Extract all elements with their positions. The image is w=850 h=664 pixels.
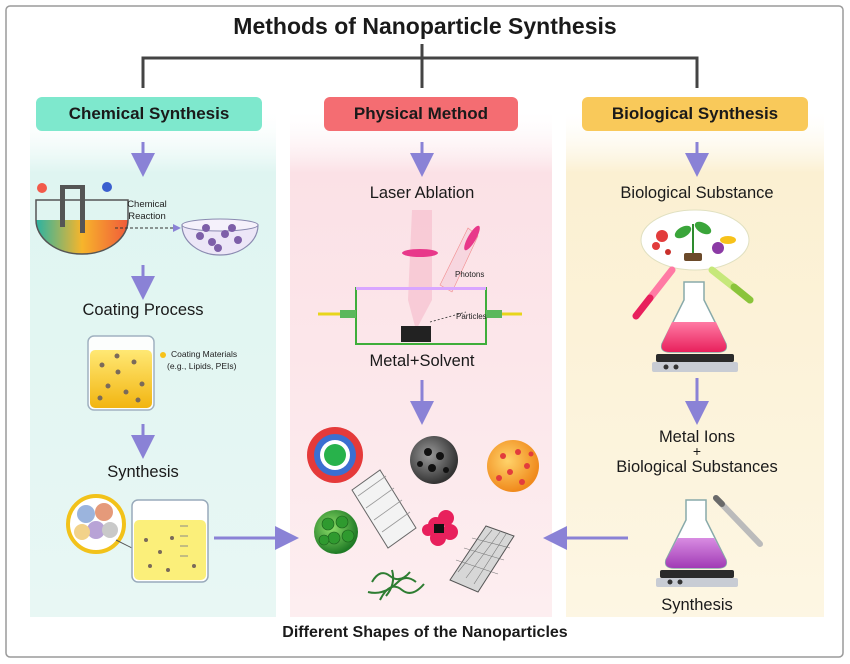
metal-ions-label: Metal Ions bbox=[658, 428, 736, 446]
synthesis-beaker bbox=[131, 499, 209, 583]
particles-label: Particles bbox=[456, 312, 487, 321]
coating-materials-label-line2: (e.g., Lipids, PEIs) bbox=[167, 361, 237, 371]
nanowire-shape bbox=[367, 569, 425, 601]
laser-ablation-apparatus bbox=[318, 210, 522, 345]
biological-synthesis-header: Biological Synthesis bbox=[611, 104, 779, 123]
porous-sphere-shape bbox=[410, 436, 458, 484]
laser-ablation-label: Laser Ablation bbox=[369, 184, 475, 202]
reaction-flask-illustration bbox=[35, 182, 129, 255]
nanoparticle-shapes bbox=[307, 427, 539, 601]
red-cluster-shape bbox=[422, 510, 458, 546]
liposome-shape bbox=[307, 427, 363, 483]
chemical-synthesis-header: Chemical Synthesis bbox=[68, 104, 230, 123]
synthesis-particle-cluster bbox=[66, 494, 147, 556]
chemical-synthesis-step-label: Synthesis bbox=[107, 463, 179, 481]
biological-substances-label: Biological Substances bbox=[616, 458, 778, 476]
metal-solvent-label: Metal+Solvent bbox=[369, 352, 475, 370]
shapes-caption: Different Shapes of the Nanoparticles bbox=[282, 624, 568, 641]
biological-header-box bbox=[582, 97, 808, 131]
plus-sign-label: + bbox=[692, 443, 702, 459]
biological-synthesis-step-label: Synthesis bbox=[661, 596, 733, 614]
coating-materials-label-line1: Coating Materials bbox=[171, 349, 238, 359]
photons-label: Photons bbox=[455, 270, 485, 279]
coating-process-label: Coating Process bbox=[82, 301, 204, 319]
nanotube-shape bbox=[351, 469, 417, 549]
diagram-title: Methods of Nanoparticle Synthesis bbox=[233, 13, 617, 39]
nanoparticle-bowl bbox=[181, 218, 259, 256]
purple-flask-setup bbox=[656, 495, 763, 587]
coating-beaker bbox=[87, 335, 166, 411]
physical-header-box bbox=[324, 97, 518, 131]
graphene-sheet-shape bbox=[449, 525, 515, 593]
biological-substance-label: Biological Substance bbox=[620, 184, 774, 202]
biological-substance-illustration bbox=[640, 209, 750, 271]
physical-method-header: Physical Method bbox=[353, 104, 489, 123]
pink-flask-setup bbox=[632, 266, 754, 372]
top-connector bbox=[141, 44, 699, 88]
chemical-header-box bbox=[36, 97, 262, 131]
spiky-sphere-shape bbox=[487, 440, 539, 492]
chemical-reaction-label-line2: Reaction bbox=[128, 211, 166, 222]
chemical-reaction-label-line1: Chemical bbox=[127, 199, 167, 210]
green-cluster-shape bbox=[314, 510, 358, 554]
